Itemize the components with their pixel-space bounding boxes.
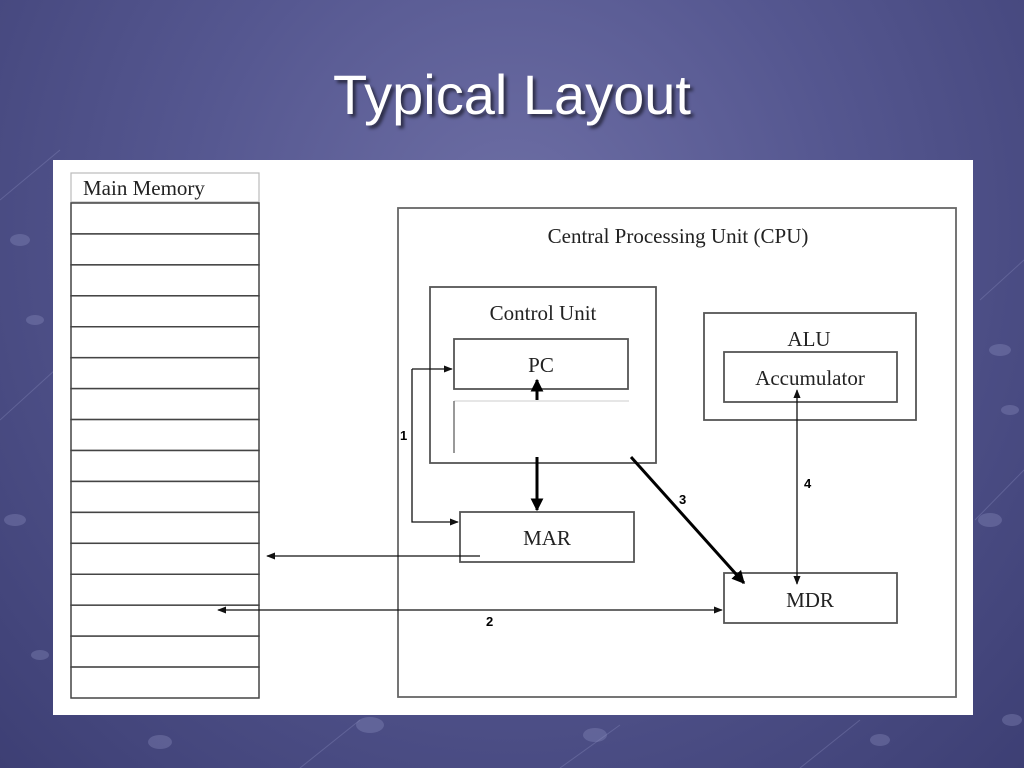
memory-cell xyxy=(70,387,260,421)
arrow-1 xyxy=(411,365,459,526)
pc-register: PC xyxy=(453,338,629,390)
memory-cell xyxy=(70,418,260,452)
mdr-label: MDR xyxy=(786,588,834,612)
memory-cell xyxy=(70,573,260,606)
memory-cell xyxy=(70,326,260,359)
arrow-3-label: 3 xyxy=(679,492,686,507)
slide-title: Typical Layout xyxy=(333,63,691,126)
memory-cell xyxy=(70,264,260,297)
arrow-3-control-to-mdr xyxy=(629,455,746,585)
memory-cells xyxy=(70,202,260,699)
control-unit: Control Unit xyxy=(429,286,657,464)
memory-cell xyxy=(70,449,260,483)
mar-label: MAR xyxy=(523,526,571,550)
accumulator-register: Accumulator xyxy=(723,351,898,403)
arrow-4-label: 4 xyxy=(804,476,812,491)
mar-register: MAR xyxy=(459,511,635,563)
arrow-1-label: 1 xyxy=(400,428,407,443)
main-memory: Main Memory xyxy=(70,172,260,699)
memory-cell xyxy=(70,635,260,668)
memory-cell xyxy=(70,666,260,699)
memory-cell xyxy=(70,233,260,266)
memory-cell xyxy=(70,542,260,575)
memory-cell xyxy=(70,202,260,235)
accumulator-label: Accumulator xyxy=(755,366,865,390)
memory-cell xyxy=(70,295,260,328)
control-unit-label: Control Unit xyxy=(490,301,597,325)
diagram-canvas: Main Memory Central Processing Unit (CPU… xyxy=(70,172,957,699)
cpu-memory-diagram: Main Memory Central Processing Unit (CPU… xyxy=(53,160,973,715)
blank-register xyxy=(453,400,629,453)
arrow-2-label: 2 xyxy=(486,614,493,629)
pc-label: PC xyxy=(528,353,554,377)
memory-cell xyxy=(70,356,260,390)
cpu-label: Central Processing Unit (CPU) xyxy=(548,224,809,248)
cpu-box: Central Processing Unit (CPU) xyxy=(397,207,957,698)
memory-cell xyxy=(70,511,260,545)
alu-label: ALU xyxy=(787,327,830,351)
memory-cell xyxy=(70,480,260,514)
alu-box: ALU xyxy=(703,312,917,421)
main-memory-label: Main Memory xyxy=(83,176,205,200)
mdr-register: MDR xyxy=(723,572,898,624)
